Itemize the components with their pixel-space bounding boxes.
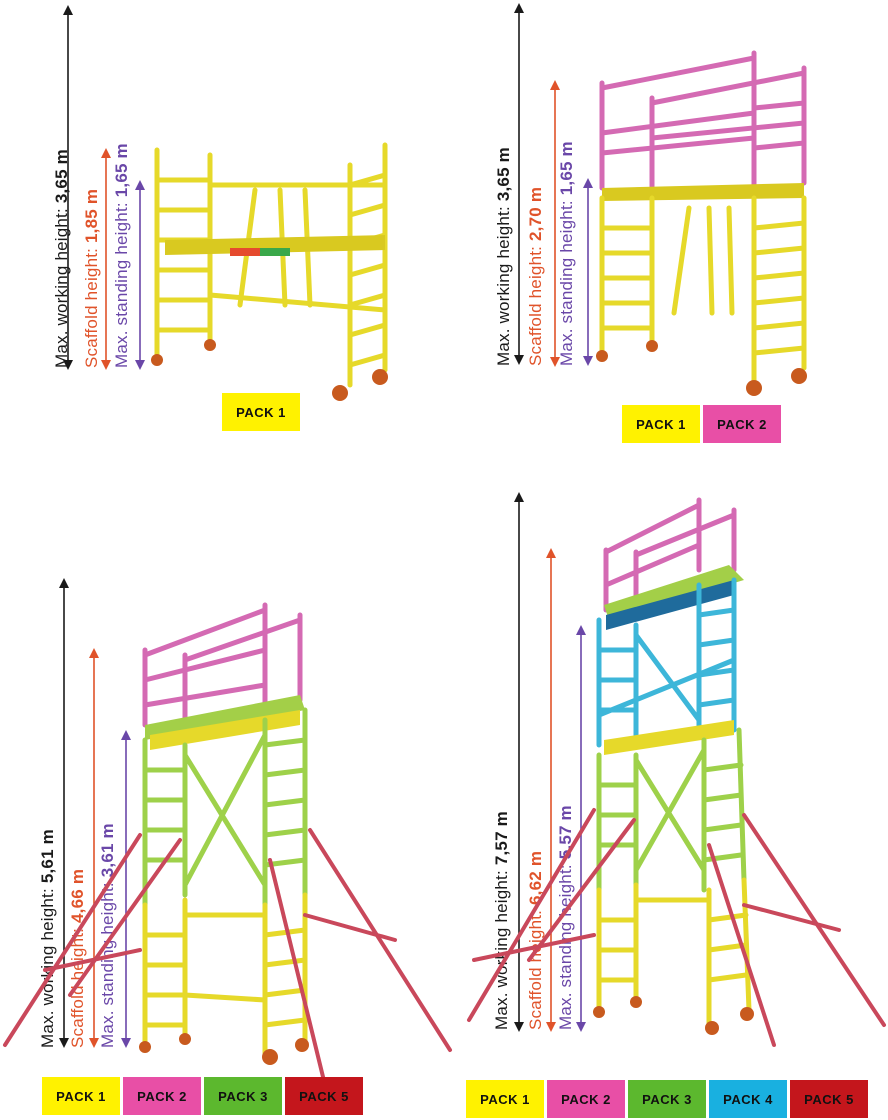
working-height-label: Max. working height: 3,65 m: [52, 149, 71, 368]
standing-height-arrow: [120, 730, 132, 1048]
pack-badge: PACK 3: [204, 1077, 282, 1115]
scaffold-height-label: Scaffold height: 1,85 m: [82, 188, 101, 368]
scaffold-height-arrow: [88, 648, 100, 1048]
scaffold-illustration-1: [145, 142, 395, 415]
pack-legend: PACK 1 PACK 2: [622, 405, 781, 443]
pack-badge: PACK 5: [285, 1077, 363, 1115]
pack-badge: PACK 4: [709, 1080, 787, 1118]
working-height-arrow: [62, 5, 74, 370]
pack-badge: PACK 1: [622, 405, 700, 443]
working-height-arrow: [513, 3, 525, 365]
scaffold-illustration-4: [444, 490, 888, 1050]
standing-height-label: Max. standing height: 1,65 m: [112, 143, 131, 368]
pack-badge: PACK 2: [547, 1080, 625, 1118]
scaffold-height-arrow: [100, 148, 112, 370]
pack-badge: PACK 2: [123, 1077, 201, 1115]
pack-badge: PACK 1: [222, 393, 300, 431]
standing-height-label: Max. standing height: 1,65 m: [557, 141, 576, 366]
scaffold-height-label: Scaffold height: 2,70 m: [526, 186, 545, 366]
config-panel-2: Max. working height: 3,65 m Scaffold hei…: [444, 0, 888, 450]
scaffold-height-arrow: [549, 80, 561, 367]
pack-badge: PACK 1: [466, 1080, 544, 1118]
config-panel-1: Max. working height: 3,65 m Scaffold hei…: [0, 0, 444, 450]
pack-legend: PACK 1 PACK 2 PACK 3 PACK 4 PACK 5: [466, 1080, 868, 1118]
pack-badge: PACK 3: [628, 1080, 706, 1118]
config-panel-3: Max. working height: 5,61 m Scaffold hei…: [0, 460, 452, 1120]
scaffold-illustration-3: [0, 595, 452, 1087]
pack-badge: PACK 5: [790, 1080, 868, 1118]
scaffold-illustration-2: [594, 38, 814, 398]
pack-badge: PACK 1: [42, 1077, 120, 1115]
pack-legend: PACK 1 PACK 2 PACK 3 PACK 5: [42, 1077, 363, 1115]
pack-badge: PACK 2: [703, 405, 781, 443]
config-panel-4: Max. working height: 7,57 m Scaffold hei…: [444, 460, 888, 1120]
standing-height-arrow: [134, 180, 146, 370]
standing-height-arrow: [582, 178, 594, 366]
pack-legend: PACK 1: [222, 393, 300, 431]
working-height-label: Max. working height: 3,65 m: [494, 147, 513, 366]
